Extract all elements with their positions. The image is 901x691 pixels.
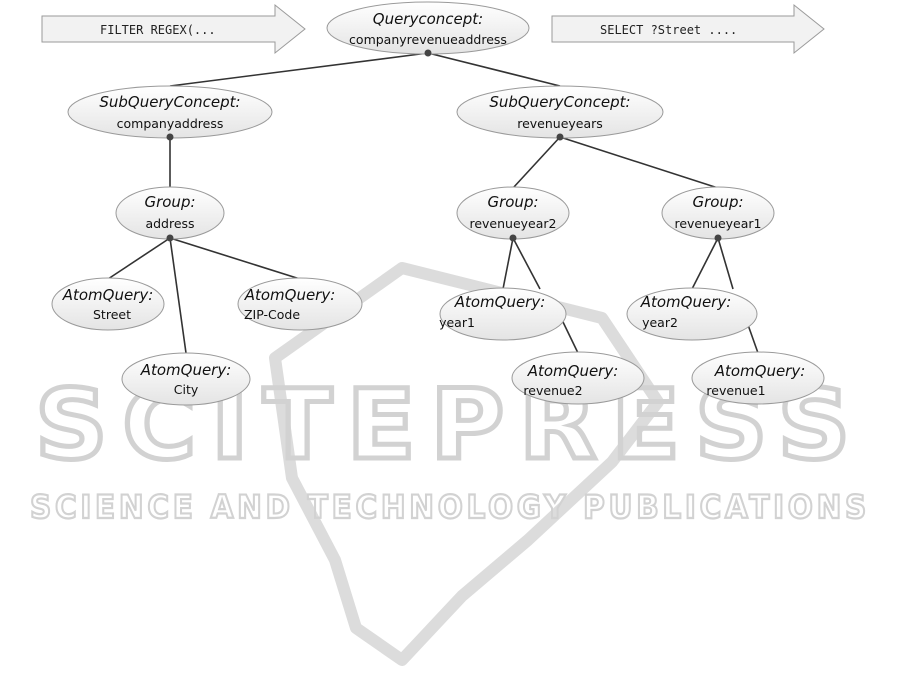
junction-dot-group-year1 (714, 234, 722, 242)
node-group-address: Group: address (115, 186, 225, 240)
edge-sub-revenue-group-year2 (512, 136, 561, 189)
node-atom-zip-value: ZIP-Code (244, 307, 300, 322)
node-group-year2: Group: revenueyear2 (456, 186, 570, 240)
edge-group-address-street (107, 237, 171, 280)
node-sub-revenue-value: revenueyears (517, 116, 603, 131)
edge-group-year1-revenue1 (717, 237, 734, 290)
select-arrow: SELECT ?Street .... (551, 3, 825, 55)
node-group-address-title: Group: (144, 193, 195, 211)
node-atom-year1-value: year1 (439, 315, 475, 330)
node-sub-address-value: companyaddress (117, 116, 224, 131)
node-atom-year1-title: AtomQuery: (454, 293, 546, 311)
select-arrow-label: SELECT ?Street .... (600, 23, 737, 37)
node-atom-street: AtomQuery: Street (51, 277, 165, 331)
junction-dots (166, 49, 722, 242)
node-atom-city-value: City (174, 382, 199, 397)
junction-dot-root (424, 49, 432, 57)
node-atom-year1: AtomQuery: year1 (439, 287, 567, 341)
tree-nodes: Queryconcept: companyrevenueaddress SubQ… (51, 1, 825, 406)
filter-arrow: FILTER REGEX(... (41, 3, 306, 55)
node-atom-revenue1-title: AtomQuery: (714, 362, 806, 380)
junction-dot-sub-revenue (556, 133, 564, 141)
node-sub-address-title: SubQueryConcept: (99, 93, 240, 111)
edge-group-address-zip (169, 237, 301, 280)
edge-root-sub-revenue (427, 52, 561, 87)
node-atom-street-title: AtomQuery: (62, 286, 154, 304)
watermark-tagline: SCIENCE AND TECHNOLOGY PUBLICATIONS (30, 488, 870, 526)
edge-sub-revenue-group-year1 (559, 136, 719, 189)
node-group-year2-value: revenueyear2 (469, 216, 556, 231)
node-atom-city-title: AtomQuery: (140, 361, 232, 379)
node-group-year1: Group: revenueyear1 (661, 186, 775, 240)
node-root-title: Queryconcept: (373, 10, 483, 28)
node-atom-revenue2: AtomQuery: revenue2 (511, 351, 645, 405)
junction-dot-group-address (166, 234, 174, 242)
edge-year1-revenue2 (562, 321, 579, 354)
node-atom-revenue1-value: revenue1 (706, 383, 765, 398)
node-atom-year2-value: year2 (642, 315, 678, 330)
edge-group-address-city (169, 237, 187, 354)
node-atom-revenue1: AtomQuery: revenue1 (691, 351, 825, 405)
watermark-logo-shape (269, 262, 664, 666)
edge-group-year2-year1 (502, 237, 514, 290)
node-atom-revenue2-title: AtomQuery: (527, 362, 619, 380)
junction-dot-sub-address (166, 133, 174, 141)
node-sub-revenue-title: SubQueryConcept: (489, 93, 630, 111)
node-root-value: companyrevenueaddress (349, 32, 507, 47)
node-atom-street-value: Street (93, 307, 131, 322)
node-atom-year2-title: AtomQuery: (640, 293, 732, 311)
node-group-year1-value: revenueyear1 (674, 216, 761, 231)
node-atom-revenue2-value: revenue2 (523, 383, 582, 398)
node-group-year1-title: Group: (692, 193, 743, 211)
node-group-year2-title: Group: (487, 193, 538, 211)
node-atom-zip-title: AtomQuery: (244, 286, 336, 304)
filter-arrow-label: FILTER REGEX(... (100, 23, 216, 37)
edge-group-year2-revenue2 (512, 237, 541, 290)
tree-edges (107, 52, 759, 354)
node-atom-zip: AtomQuery: ZIP-Code (237, 277, 363, 331)
node-atom-year2: AtomQuery: year2 (626, 287, 758, 341)
node-sub-address: SubQueryConcept: companyaddress (67, 85, 273, 139)
junction-dot-group-year2 (509, 234, 517, 242)
edge-root-sub-address (169, 52, 429, 87)
node-group-address-value: address (145, 216, 194, 231)
edge-group-year1-year2 (691, 237, 719, 290)
node-atom-city: AtomQuery: City (121, 352, 251, 406)
node-root-queryconcept: Queryconcept: companyrevenueaddress (326, 1, 530, 55)
node-sub-revenue: SubQueryConcept: revenueyears (456, 85, 664, 139)
